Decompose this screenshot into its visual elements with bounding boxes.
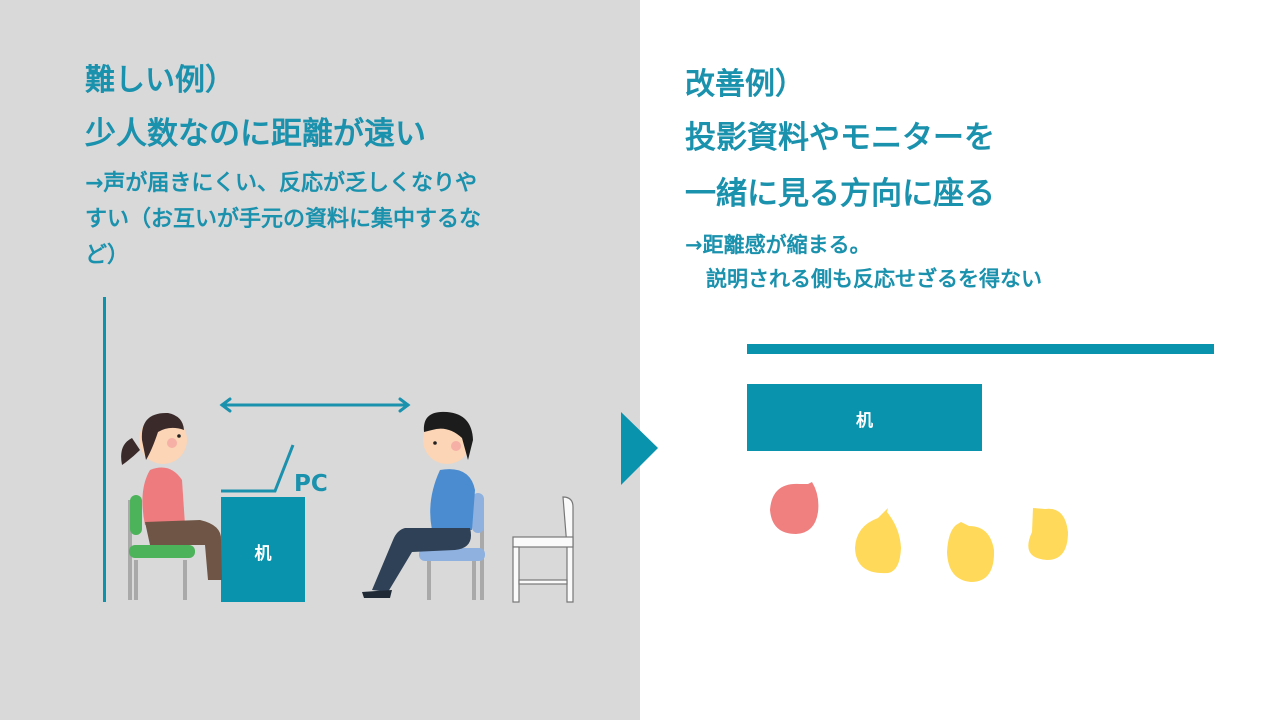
laptop-icon bbox=[221, 444, 295, 493]
difficult-example-description-3: ど） bbox=[85, 243, 130, 268]
improved-example-label: 改善例） bbox=[685, 67, 805, 102]
improved-example-description-2: 説明される側も反応せざるを得ない bbox=[685, 267, 1042, 291]
desk bbox=[221, 497, 305, 602]
wall-line bbox=[103, 297, 106, 602]
woman-seated bbox=[121, 412, 222, 580]
double-arrow-icon bbox=[219, 397, 411, 413]
presenter-seat-icon bbox=[770, 482, 819, 534]
difficult-example-title: 少人数なのに距離が遠い bbox=[85, 116, 426, 152]
woman-chair bbox=[128, 495, 195, 600]
desk-top-view bbox=[747, 384, 982, 451]
man-seated bbox=[362, 411, 475, 598]
triangle-right-icon bbox=[621, 412, 658, 485]
screen-bar bbox=[747, 344, 1214, 354]
desk-label-right: 机 bbox=[856, 411, 873, 431]
improved-example-title-1: 投影資料やモニターを bbox=[685, 120, 995, 156]
listener-seat-icon bbox=[1028, 508, 1068, 560]
desk-label-left: 机 bbox=[254, 544, 272, 564]
difficult-example-description-2: すい（お互いが手元の資料に集中するな bbox=[85, 207, 482, 232]
difficult-example-description-1: →声が届きにくい、反応が乏しくなりや bbox=[85, 171, 477, 196]
man-chair bbox=[419, 493, 485, 600]
improved-example-description-1: →距離感が縮まる。 bbox=[685, 233, 871, 257]
distant-seating-illustration: PC bbox=[103, 297, 574, 603]
difficult-example-label: 難しい例） bbox=[85, 63, 235, 98]
seating-diagram bbox=[770, 482, 1068, 582]
empty-chair bbox=[512, 496, 574, 603]
listener-seat-icon bbox=[855, 508, 901, 574]
difficult-example-panel bbox=[0, 0, 640, 720]
listener-seat-icon bbox=[947, 522, 995, 582]
pc-label: PC bbox=[294, 471, 328, 497]
improved-example-title-2: 一緒に見る方向に座る bbox=[685, 176, 995, 212]
